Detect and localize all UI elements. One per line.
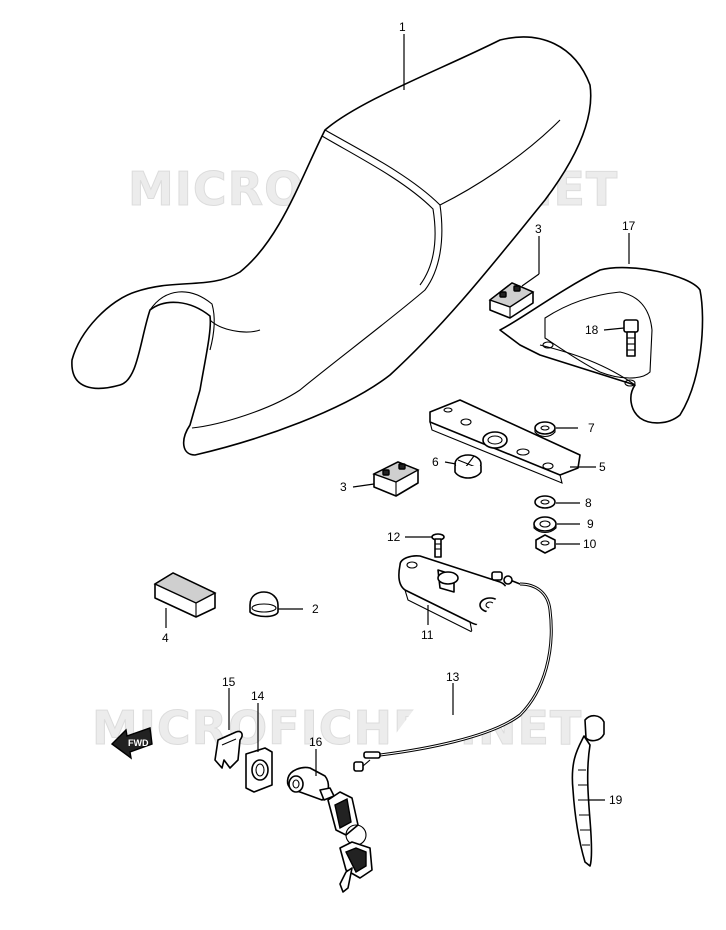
callout-18: 18 [585,323,599,337]
callout-6: 6 [432,455,439,469]
fwd-label: FWD [128,738,149,748]
clip-15[interactable] [214,730,243,769]
callout-5: 5 [599,460,606,474]
callout-3-middle: 3 [340,480,347,494]
callout-1: 1 [399,20,406,34]
seat-lock-cable[interactable] [353,575,553,772]
rubber-cushion-2[interactable] [249,591,279,618]
seat-tail-cover[interactable] [499,266,704,424]
grommet-6[interactable] [454,454,482,479]
callout-19: 19 [609,793,623,807]
callout-8: 8 [585,496,592,510]
lock-set-16[interactable] [286,766,373,893]
callout-13: 13 [446,670,460,684]
nut-10[interactable] [535,534,556,554]
seat[interactable] [71,36,592,456]
lock-plate-14[interactable] [245,747,273,793]
leader-lines [165,34,630,801]
callout-2: 2 [312,602,319,616]
cable-tie-19[interactable] [571,714,605,867]
bolt-18[interactable] [623,319,639,357]
callout-9: 9 [587,517,594,531]
callout-10: 10 [583,537,597,551]
fwd-arrow-icon: FWD [110,727,153,760]
callout-3-top: 3 [535,222,542,236]
washer-9[interactable] [533,516,557,534]
washer-7[interactable] [534,421,556,438]
cushion-3-middle[interactable] [372,461,420,497]
pad-4[interactable] [153,572,217,618]
washer-8[interactable] [534,495,556,509]
callout-7: 7 [588,421,595,435]
callout-4: 4 [162,631,169,645]
callout-14: 14 [251,689,265,703]
callout-12: 12 [387,530,401,544]
seat-bracket-plate[interactable] [429,399,581,484]
callouts: 1 17 3 18 7 6 5 3 8 9 10 12 2 4 11 13 15… [162,20,636,807]
callout-16: 16 [309,735,323,749]
callout-15: 15 [222,675,236,689]
callout-11: 11 [421,628,434,642]
cushion-3-top[interactable] [488,282,535,319]
callout-17: 17 [622,219,636,233]
screw-12[interactable] [431,533,445,558]
